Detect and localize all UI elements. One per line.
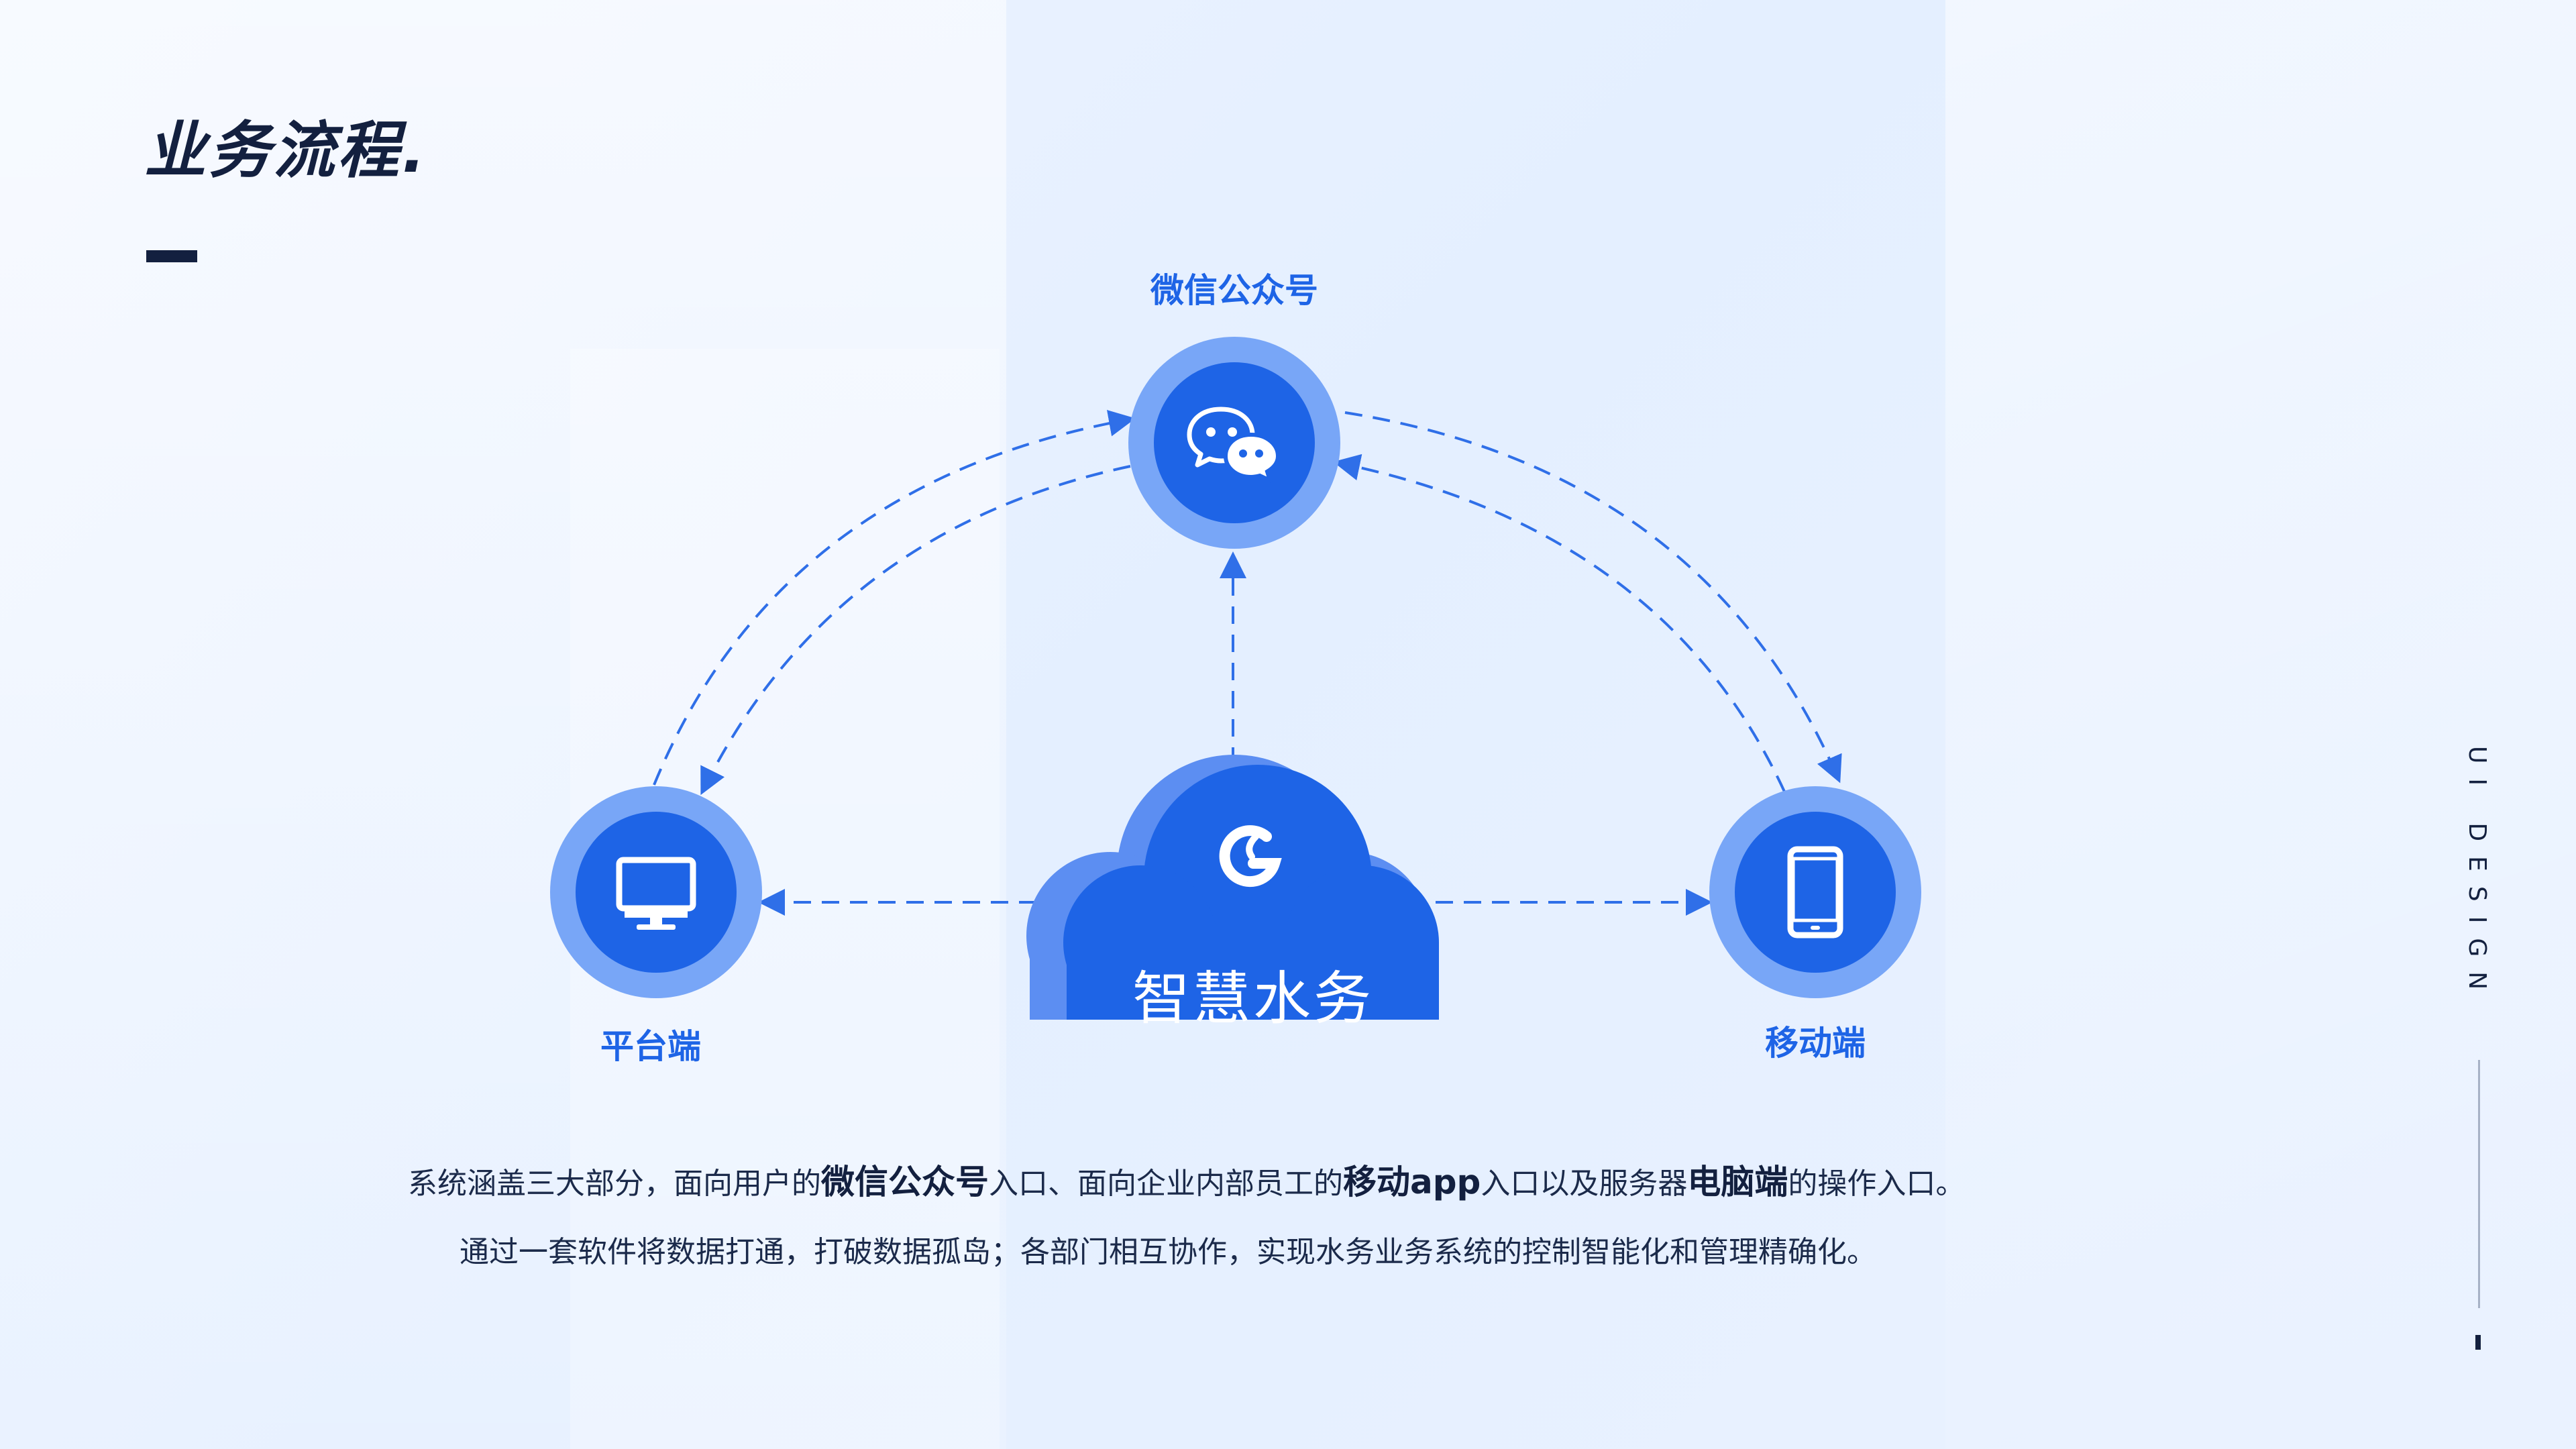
description-text: 系统涵盖三大部分，面向用户的 <box>408 1167 821 1201</box>
arrow-mobile-to-wechat <box>1333 453 1786 792</box>
wechat-node-label: 微信公众号 <box>1150 271 1318 310</box>
monitor-icon <box>616 857 696 930</box>
wechat-icon <box>1187 407 1281 483</box>
side-divider-line <box>2478 1060 2480 1308</box>
arrow-wechat-to-platform <box>700 465 1131 796</box>
side-dash-mark <box>2475 1335 2481 1350</box>
wechat-node-inner <box>1154 362 1315 523</box>
description-text: 的操作入口。 <box>1788 1167 1966 1201</box>
water-g-logo-icon <box>1219 825 1282 888</box>
title-underline-dash <box>146 250 197 262</box>
platform-node <box>550 786 762 998</box>
wechat-node <box>1128 337 1340 549</box>
description-line-2: 通过一套软件将数据打通，打破数据孤岛；各部门相互协作，实现水务业务系统的控制智能… <box>460 1235 1876 1269</box>
mobile-node <box>1709 786 1921 998</box>
description-line-1: 系统涵盖三大部分，面向用户的微信公众号入口、面向企业内部员工的移动app入口以及… <box>408 1155 1965 1203</box>
center-system-label: 智慧水务 <box>1132 965 1374 1032</box>
mobile-node-inner <box>1735 812 1896 973</box>
description-text: 入口、面向企业内部员工的 <box>989 1167 1343 1201</box>
description-highlight: 移动app <box>1343 1163 1481 1201</box>
arrow-platform-to-wechat <box>653 410 1136 786</box>
platform-node-inner <box>576 812 737 973</box>
side-vertical-label: UI DESIGN <box>2463 746 2491 1005</box>
page-title: 业务流程. <box>144 115 428 186</box>
platform-node-label: 平台端 <box>600 1027 701 1066</box>
mobile-node-label: 移动端 <box>1765 1024 1866 1063</box>
arrow-wechat-to-mobile <box>1344 411 1842 784</box>
smartphone-icon <box>1787 846 1843 938</box>
description-highlight: 微信公众号 <box>821 1163 989 1201</box>
description-highlight: 电脑端 <box>1687 1163 1788 1201</box>
description-text: 入口以及服务器 <box>1481 1167 1688 1201</box>
